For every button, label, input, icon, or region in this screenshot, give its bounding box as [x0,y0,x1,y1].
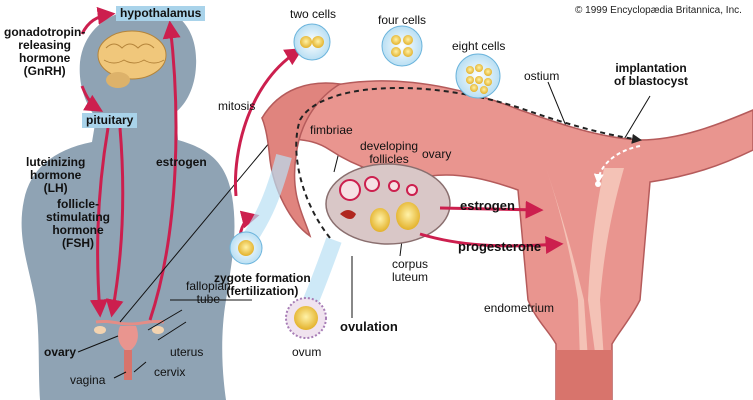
small-uterus [94,319,165,380]
ovary-illustration [325,163,451,245]
label-estrogen-left: estrogen [156,155,207,169]
label-zygote-formation: zygote formation (fertilization) [214,271,311,298]
eight-cell-bubble [455,53,501,99]
label-progesterone: progesterone [458,239,542,254]
label-four-cells: four cells [378,13,427,27]
copyright-notice: © 1999 Encyclopædia Britannica, Inc. [575,5,742,16]
label-lh: luteinizing hormone (LH) [26,155,86,195]
label-pituitary: pituitary [82,113,138,128]
label-gnrh: gonadotropin- releasing hormone (GnRH) [4,25,86,78]
label-ovum: ovum [292,345,322,359]
ovum-bubble [285,237,342,339]
label-fsh: follicle- stimulating hormone (FSH) [46,197,111,250]
label-fimbriae: fimbriae [310,123,353,137]
four-cell-bubble [381,25,423,67]
label-endometrium: endometrium [484,301,555,315]
label-uterus-left: uterus [170,345,204,359]
label-ovary-right: ovary [422,147,452,161]
label-cervix: cervix [154,365,186,379]
label-developing-follicles: developing follicles [360,139,419,166]
brain [97,30,167,88]
label-implantation: implantation of blastocyst [614,61,689,88]
embryo-path [295,86,642,239]
label-estrogen-right: estrogen [460,198,515,213]
hormone-arrows-left [80,6,181,321]
label-fallopian-tube: fallopian tube [186,279,231,306]
label-mitosis: mitosis [218,99,256,113]
label-eight-cells: eight cells [452,39,506,53]
label-vagina: vagina [70,373,106,387]
label-ovary-left: ovary [44,345,77,359]
label-ovulation: ovulation [340,319,398,334]
zygote-bubble [229,153,292,265]
hormone-arrows-right [233,48,564,254]
label-two-cells: two cells [290,7,337,21]
body-silhouette [21,8,235,400]
label-hypothalamus: hypothalamus [116,6,206,21]
label-ostium: ostium [524,69,560,83]
label-corpus-luteum: corpus luteum [392,257,429,284]
two-cell-bubble [293,23,331,61]
